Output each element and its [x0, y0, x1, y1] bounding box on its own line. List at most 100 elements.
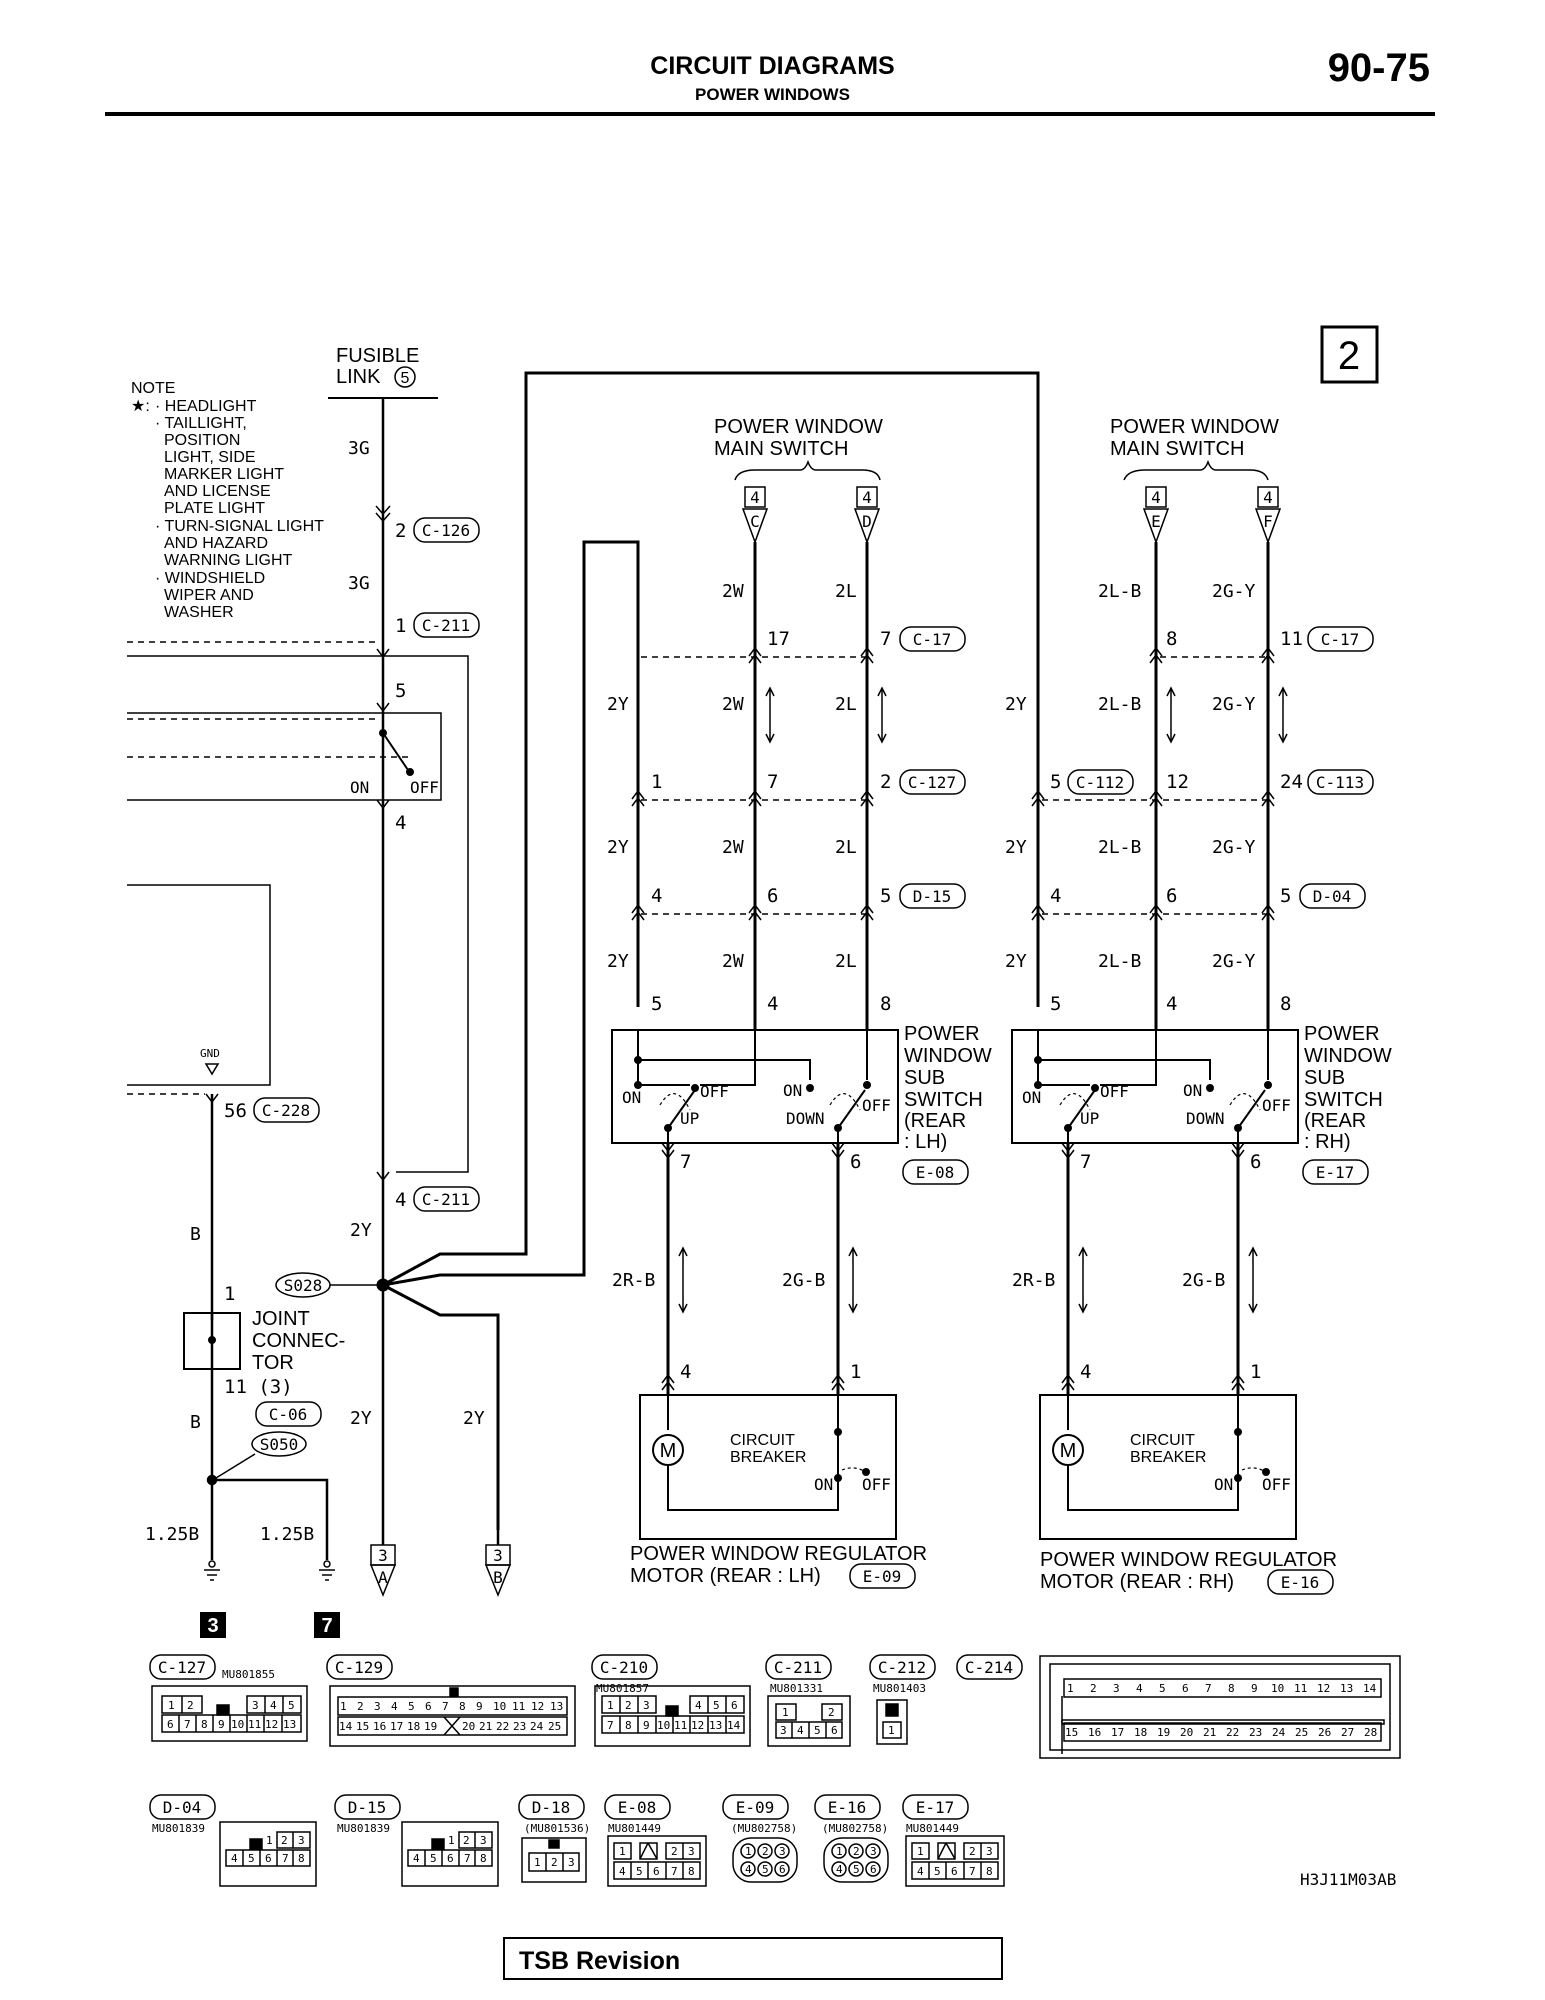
svg-text:8: 8: [480, 1852, 487, 1865]
svg-text:E-16: E-16: [828, 1798, 867, 1817]
connector-label-c210: C-210: [591, 1654, 658, 1680]
svg-text:C-112: C-112: [1076, 773, 1124, 792]
svg-text:4: 4: [695, 1699, 702, 1712]
wire-color: 2L: [835, 581, 857, 602]
svg-text:3: 3: [1113, 1682, 1120, 1695]
sheet-number: 2: [1320, 325, 1379, 384]
pin-number: 6: [767, 885, 778, 907]
pin-number: 2: [395, 520, 406, 542]
svg-text:B: B: [493, 1568, 503, 1587]
tag-4f: 4F: [1254, 486, 1282, 545]
supply-wire: [375, 398, 391, 1530]
svg-text:16: 16: [373, 1720, 386, 1733]
wire-color: 2G-Y: [1212, 694, 1256, 715]
wire-color: 2W: [722, 837, 744, 858]
svg-text:24: 24: [1272, 1726, 1286, 1739]
svg-text:CIRCUIT: CIRCUIT: [730, 1432, 795, 1449]
wire-color: 2G-Y: [1212, 951, 1256, 972]
wire-color: 2Y: [607, 837, 629, 858]
svg-text:D-15: D-15: [913, 887, 952, 906]
switch-up-label: UP: [1080, 1109, 1099, 1128]
connector-face-d15: [401, 1821, 499, 1887]
connector-face-d18: [521, 1837, 587, 1883]
svg-text:SWITCH: SWITCH: [1304, 1089, 1383, 1111]
pin-number: 56: [224, 1100, 247, 1122]
svg-text:2: 2: [551, 1856, 558, 1869]
svg-text:1: 1: [266, 1834, 273, 1847]
motor-symbol-icon: M: [1060, 1440, 1077, 1462]
junction-branches: [376, 371, 1040, 1530]
connector-face-c127: [151, 1685, 308, 1742]
svg-text:E-08: E-08: [618, 1798, 657, 1817]
svg-text:C-17: C-17: [913, 630, 952, 649]
svg-text:9: 9: [643, 1719, 650, 1732]
wire-color: 2W: [722, 581, 744, 602]
page-title: CIRCUIT DIAGRAMS: [650, 52, 895, 80]
connector-label-c127: C-127: [899, 769, 966, 795]
connector-face-c212: [876, 1699, 908, 1745]
pin-number: 24: [1280, 771, 1303, 793]
svg-text:D-04: D-04: [163, 1798, 202, 1817]
svg-text:11: 11: [674, 1719, 687, 1732]
wire-color: 2L: [835, 694, 857, 715]
svg-text:3: 3: [568, 1856, 575, 1869]
svg-text:BREAKER: BREAKER: [1130, 1449, 1206, 1466]
svg-text:WINDOW: WINDOW: [904, 1045, 992, 1067]
svg-text:8: 8: [625, 1719, 632, 1732]
pin-number: 6: [850, 1151, 861, 1173]
svg-text:MOTOR (REAR : LH): MOTOR (REAR : LH): [630, 1565, 821, 1587]
svg-text:4: 4: [1151, 488, 1161, 507]
part-number: MU801449: [906, 1822, 959, 1835]
svg-text:WINDOW: WINDOW: [1304, 1045, 1392, 1067]
svg-text:8: 8: [986, 1865, 993, 1878]
svg-text:6: 6: [167, 1718, 174, 1731]
connector-label-e16: E-16: [1267, 1569, 1334, 1595]
connector-label-d04: D-04: [1299, 883, 1366, 909]
switch-down-label: DOWN: [786, 1109, 825, 1128]
svg-text:3: 3: [986, 1845, 993, 1858]
wire-color: 2G-Y: [1212, 837, 1256, 858]
svg-text:C-127: C-127: [908, 773, 956, 792]
svg-text:BREAKER: BREAKER: [730, 1449, 806, 1466]
svg-text:C-211: C-211: [774, 1658, 822, 1677]
svg-text:8: 8: [201, 1718, 208, 1731]
header-rule: [105, 112, 1435, 116]
part-number: MU801331: [770, 1682, 823, 1695]
svg-text:7: 7: [442, 1700, 449, 1713]
pin-number: 4: [680, 1361, 691, 1383]
svg-text:3: 3: [374, 1700, 381, 1713]
svg-text:CIRCUIT: CIRCUIT: [1130, 1432, 1195, 1449]
svg-text:S028: S028: [284, 1276, 323, 1295]
svg-text:C-06: C-06: [269, 1405, 308, 1424]
gnd-label: GND: [200, 1047, 220, 1060]
svg-text:1: 1: [448, 1834, 455, 1847]
note-line: MARKER LIGHT: [164, 466, 284, 483]
connector-label-c126: C-126: [413, 517, 480, 543]
note-block: NOTE ★: · HEADLIGHT · TAILLIGHT, POSITIO…: [131, 380, 324, 621]
connector-label-c17-right: C-17: [1307, 626, 1374, 652]
svg-text:C-211: C-211: [422, 1190, 470, 1209]
switch-on-label: ON: [1022, 1088, 1041, 1107]
svg-text:14: 14: [1363, 1682, 1377, 1695]
svg-text:12: 12: [1317, 1682, 1330, 1695]
wire-color: 2G-Y: [1212, 581, 1256, 602]
ground-ref-7: 7: [314, 1612, 340, 1638]
wire-color: 2Y: [607, 951, 629, 972]
left-motor-wires: [666, 1143, 840, 1395]
wire-color: 2W: [722, 694, 744, 715]
double-arrow-icon: [877, 686, 887, 744]
svg-text:11: 11: [248, 1718, 261, 1731]
switch-on-label: ON: [814, 1475, 833, 1494]
double-arrow-icon: [1166, 686, 1176, 744]
connector-label-c228: C-228: [253, 1097, 320, 1123]
ignition-switch: [376, 648, 414, 810]
tag-4c: 4C: [741, 486, 769, 545]
svg-text:S050: S050: [260, 1435, 299, 1454]
svg-text:7: 7: [1205, 1682, 1212, 1695]
svg-text:6: 6: [951, 1865, 958, 1878]
pin-number: 5: [395, 680, 406, 702]
svg-text:1: 1: [619, 1845, 626, 1858]
svg-text:3: 3: [780, 1724, 787, 1737]
svg-text:28: 28: [1364, 1726, 1377, 1739]
connector-label-e17-face: E-17: [902, 1794, 969, 1820]
